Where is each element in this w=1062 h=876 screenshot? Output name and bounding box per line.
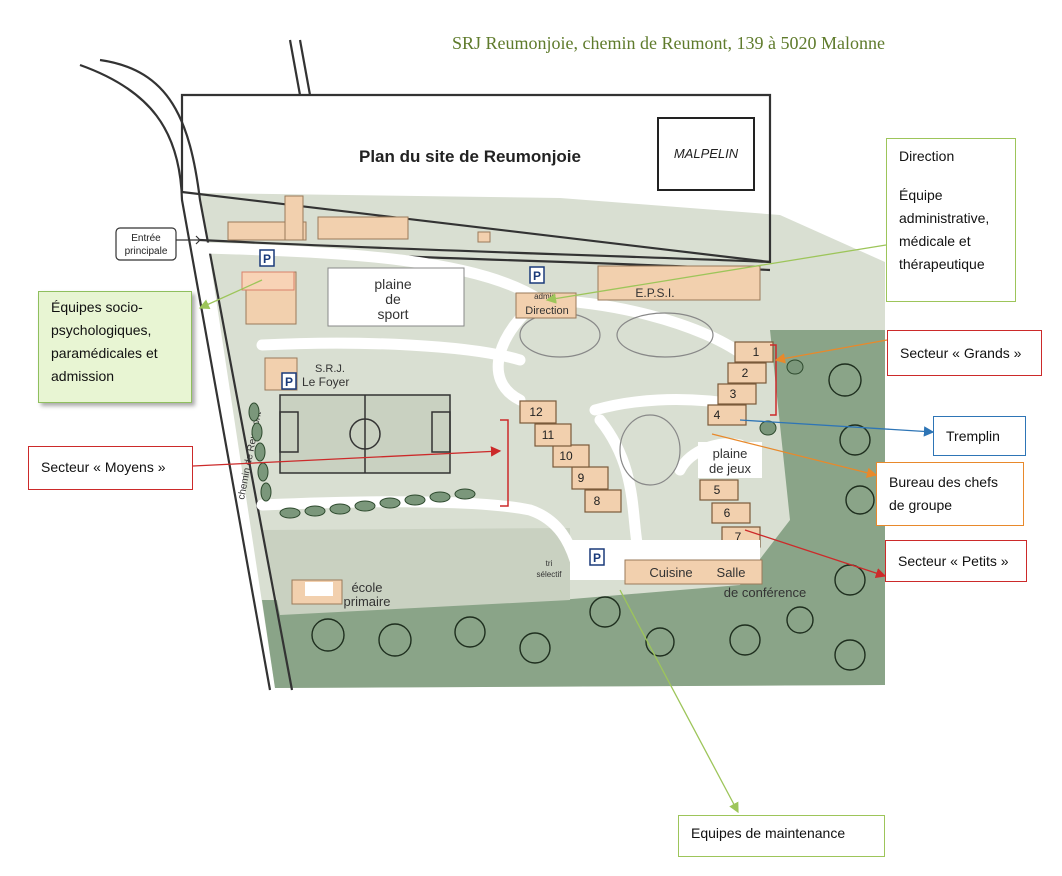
house-number: 4 xyxy=(714,408,721,422)
woodland xyxy=(262,330,885,688)
plaine-de-sport xyxy=(327,267,465,327)
svg-text:de: de xyxy=(385,291,401,307)
path-edges xyxy=(519,312,714,486)
callout-grands: Secteur « Grands » xyxy=(887,330,1042,376)
house-number: 1 xyxy=(753,345,760,359)
address-header: SRJ Reumonjoie, chemin de Reumont, 139 à… xyxy=(452,33,885,53)
svg-text:sport: sport xyxy=(377,306,408,322)
house-numbers: 1 2 3 4 5 6 7 8 9 10 11 12 xyxy=(529,345,759,544)
svg-text:E.P.S.I.: E.P.S.I. xyxy=(635,286,674,300)
house-number: 12 xyxy=(529,405,543,419)
map-title: Plan du site de Reumonjoie xyxy=(359,147,581,166)
house-number: 11 xyxy=(542,428,555,442)
hedges xyxy=(248,359,804,519)
callout-maintenance: Equipes de maintenance xyxy=(678,815,885,857)
callout-socio: Équipes socio- psychologiques, paramédic… xyxy=(38,291,192,403)
trees xyxy=(311,363,875,671)
house-number: 7 xyxy=(735,530,742,544)
svg-text:école: école xyxy=(351,580,382,595)
callout-bureau: Bureau des chefs de groupe xyxy=(876,462,1024,526)
svg-text:sélectif: sélectif xyxy=(537,570,563,579)
svg-text:Salle: Salle xyxy=(717,565,746,580)
entree-principale xyxy=(115,227,177,261)
svg-text:Entrée: Entrée xyxy=(131,233,161,244)
svg-text:tri: tri xyxy=(546,559,553,568)
callout-direction: Direction Équipe administrative, médical… xyxy=(886,138,1016,302)
plaine-de-jeux xyxy=(698,442,762,478)
svg-text:Le Foyer: Le Foyer xyxy=(302,375,349,389)
callout-tremplin: Tremplin xyxy=(933,416,1026,456)
house-number: 10 xyxy=(559,449,573,463)
svg-text:plaine: plaine xyxy=(713,446,748,461)
house-number: 6 xyxy=(724,506,731,520)
house-number: 8 xyxy=(594,494,601,508)
house-number: 3 xyxy=(730,387,737,401)
svg-text:Direction: Direction xyxy=(525,305,568,317)
callout-moyens: Secteur « Moyens » xyxy=(28,446,193,490)
malpelin-label: MALPELIN xyxy=(674,146,739,161)
house-number: 9 xyxy=(578,471,585,485)
svg-text:de conférence: de conférence xyxy=(724,585,806,600)
parking-icon: P xyxy=(263,252,271,266)
parking-icon: P xyxy=(593,551,601,565)
svg-text:primaire: primaire xyxy=(344,594,391,609)
svg-text:principale: principale xyxy=(125,246,168,257)
houses xyxy=(519,341,774,548)
house-number: 5 xyxy=(714,483,721,497)
svg-text:plaine: plaine xyxy=(374,276,412,292)
malpelin-building xyxy=(657,117,755,191)
callout-petits: Secteur « Petits » xyxy=(885,540,1027,582)
parking-icon: P xyxy=(285,375,293,389)
svg-text:admin: admin xyxy=(534,292,556,301)
svg-text:Cuisine: Cuisine xyxy=(649,565,692,580)
svg-text:de jeux: de jeux xyxy=(709,461,751,476)
svg-text:S.R.J.: S.R.J. xyxy=(315,363,345,375)
football-field xyxy=(279,394,451,474)
parking-signs: P P P P xyxy=(259,249,605,566)
house-number: 2 xyxy=(742,366,749,380)
parking-icon: P xyxy=(533,269,541,283)
socio-building-highlight xyxy=(241,271,295,291)
